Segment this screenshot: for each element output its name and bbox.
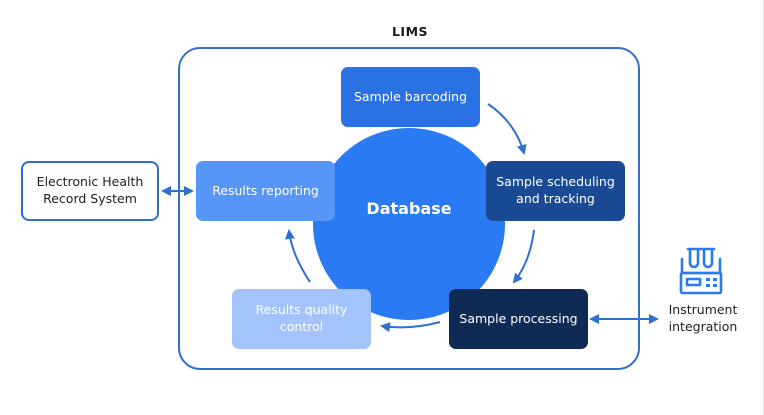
node-results-quality-control: Results quality control bbox=[232, 289, 371, 349]
node-label: Results reporting bbox=[212, 182, 319, 198]
node-label: Sample scheduling and tracking bbox=[496, 174, 615, 206]
node-label: Sample barcoding bbox=[353, 88, 468, 104]
node-sample-processing: Sample processing bbox=[449, 289, 588, 349]
node-label: Sample processing bbox=[459, 310, 578, 326]
node-results-reporting: Results reporting bbox=[196, 161, 335, 221]
lims-boundary bbox=[178, 47, 640, 370]
ehr-label: Electronic Health Record System bbox=[36, 174, 144, 206]
node-sample-scheduling: Sample scheduling and tracking bbox=[486, 161, 625, 221]
diagram-title: LIMS bbox=[391, 24, 429, 39]
lab-instrument-icon bbox=[679, 247, 723, 295]
node-sample-barcoding: Sample barcoding bbox=[341, 67, 480, 127]
database-label: Database bbox=[366, 199, 452, 218]
external-ehr-system: Electronic Health Record System bbox=[21, 161, 159, 221]
instrument-integration-label: Instrument integration bbox=[668, 302, 738, 334]
node-label: Results quality control bbox=[255, 302, 348, 334]
database-circle bbox=[313, 128, 505, 320]
